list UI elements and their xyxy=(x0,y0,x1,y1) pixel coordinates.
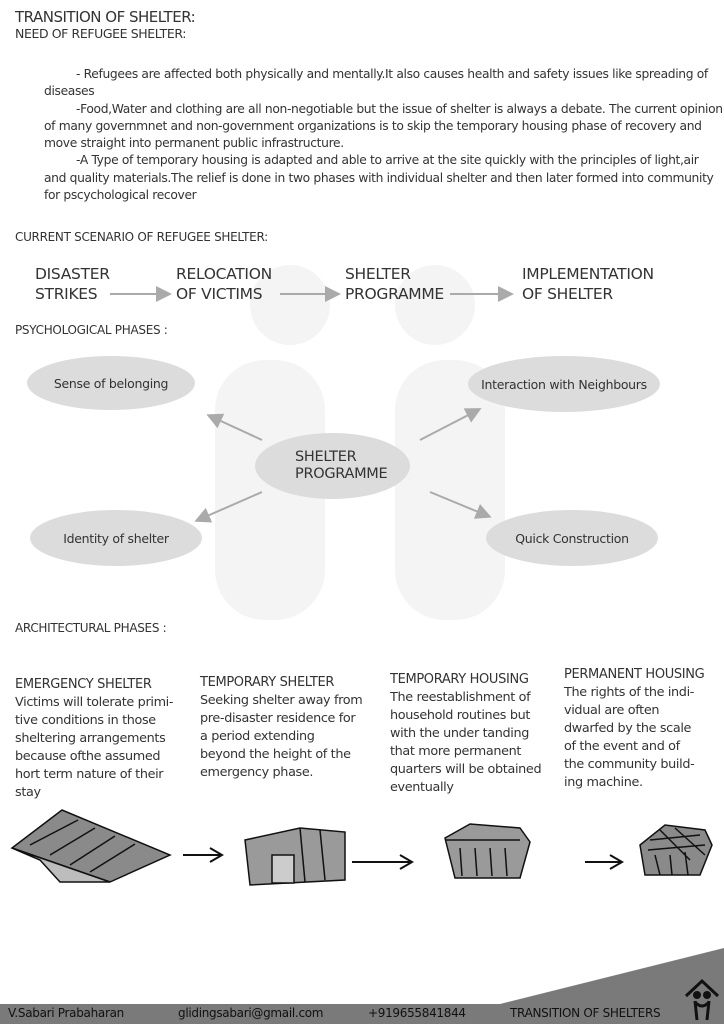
flow-arrows xyxy=(110,286,514,523)
phase-line: household routines but xyxy=(390,708,531,723)
phase-column: TEMPORARY HOUSING The reestablishment of… xyxy=(390,671,542,797)
center-line: SHELTER xyxy=(295,449,357,465)
watermark-head-left xyxy=(250,265,330,345)
phase-line: that more permanent xyxy=(390,744,522,759)
phase-line: The rights of the indi- xyxy=(564,685,695,700)
phase-line: vidual are often xyxy=(564,703,660,718)
permanent-housing-sketch xyxy=(639,824,713,876)
flow-step-line: DISASTER xyxy=(35,265,110,283)
phase-node: Identity of shelter xyxy=(30,510,202,566)
phase-column: EMERGENCY SHELTER Victims will tolerate … xyxy=(15,676,174,802)
watermark-head-right xyxy=(395,265,475,345)
phase-line: tive conditions in those xyxy=(15,713,156,728)
footer-bar xyxy=(0,1004,724,1024)
intro-paragraph: - Refugees are affected both physically … xyxy=(44,67,708,99)
phase-node: Quick Construction xyxy=(486,510,658,566)
footer-project-title: TRANSITION OF SHELTERS xyxy=(510,1006,661,1020)
center-line: PROGRAMME xyxy=(295,466,388,482)
phase-line: with the under tanding xyxy=(390,726,530,741)
arrow-icon xyxy=(429,491,492,519)
arrow-icon xyxy=(183,847,224,863)
intro-paragraph: -A Type of temporary housing is adapted … xyxy=(44,153,714,203)
phase-line: a period extending xyxy=(200,729,315,744)
phase-column: PERMANENT HOUSING The rights of the indi… xyxy=(564,666,705,792)
author-phone: +919655841844 xyxy=(368,1006,466,1020)
phase-line: The reestablishment of xyxy=(390,690,531,705)
flow-step-line: SHELTER xyxy=(345,265,411,283)
section-heading-scenario: CURRENT SCENARIO OF REFUGEE SHELTER: xyxy=(15,230,268,244)
flow-step: SHELTER PROGRAMME xyxy=(345,264,444,304)
author-email[interactable]: glidingsabari@gmail.com xyxy=(178,1006,324,1020)
phase-node: Interaction with Neighbours xyxy=(468,356,660,412)
phase-column: TEMPORARY SHELTER Seeking shelter away f… xyxy=(200,674,363,782)
phase-node: Sense of belonging xyxy=(27,356,195,410)
emergency-shelter-sketch xyxy=(10,809,172,883)
phase-line: hort term nature of their xyxy=(15,767,164,782)
phase-line: sheltering arrangements xyxy=(15,731,166,746)
arrow-icon xyxy=(194,491,263,523)
phase-line: because ofthe assumed xyxy=(15,749,161,764)
phase-line: pre-disaster residence for xyxy=(200,711,356,726)
flow-step: RELOCATION OF VICTIMS xyxy=(176,264,272,304)
page-title: TRANSITION OF SHELTER: xyxy=(15,8,196,26)
arrow-icon xyxy=(352,854,414,870)
phase-line: beyond the height of the xyxy=(200,747,351,762)
flow-step-line: RELOCATION xyxy=(176,265,272,283)
arrow-icon xyxy=(206,413,263,441)
section-heading-need: NEED OF REFUGEE SHELTER: xyxy=(15,26,187,41)
section-heading-psych: PSYCHOLOGICAL PHASES : xyxy=(15,323,168,337)
section-heading-arch: ARCHITECTURAL PHASES : xyxy=(15,621,167,635)
flow-step-line: IMPLEMENTATION xyxy=(522,265,654,283)
flow-step-line: PROGRAMME xyxy=(345,285,444,303)
arrow-icon xyxy=(585,854,624,870)
phase-line: of the event and of xyxy=(564,739,680,754)
temporary-housing-sketch xyxy=(444,823,531,879)
phase-title: TEMPORARY HOUSING xyxy=(390,672,529,687)
flow-step-line: OF VICTIMS xyxy=(176,285,263,303)
phase-line: dwarfed by the scale xyxy=(564,721,692,736)
phase-line: the community build- xyxy=(564,757,695,772)
watermark-figure-right xyxy=(395,360,505,620)
flow-step-line: OF SHELTER xyxy=(522,285,613,303)
phase-line: emergency phase. xyxy=(200,765,314,780)
phase-line: eventually xyxy=(390,780,454,795)
intro-paragraph: -Food,Water and clothing are all non-neg… xyxy=(44,101,723,151)
intro-text: - Refugees are affected both physically … xyxy=(44,66,724,204)
phase-line: Victims will tolerate primi- xyxy=(15,695,174,710)
phase-line: ing machine. xyxy=(564,775,643,790)
temporary-shelter-sketch xyxy=(244,827,346,886)
arrow-icon xyxy=(419,408,482,441)
phase-title: TEMPORARY SHELTER xyxy=(200,675,335,690)
phase-line: stay xyxy=(15,785,41,800)
phase-line: quarters will be obtained xyxy=(390,762,542,777)
shelter-sketches xyxy=(10,809,713,886)
flow-step: DISASTER STRIKES xyxy=(35,264,110,304)
flow-step: IMPLEMENTATION OF SHELTER xyxy=(522,264,654,304)
shelter-logo-icon xyxy=(684,978,720,1021)
phase-line: Seeking shelter away from xyxy=(200,693,363,708)
phase-title: EMERGENCY SHELTER xyxy=(15,677,152,692)
phase-title: PERMANENT HOUSING xyxy=(564,667,705,682)
author-name: V.Sabari Prabaharan xyxy=(8,1006,124,1020)
flow-step-line: STRIKES xyxy=(35,285,98,303)
